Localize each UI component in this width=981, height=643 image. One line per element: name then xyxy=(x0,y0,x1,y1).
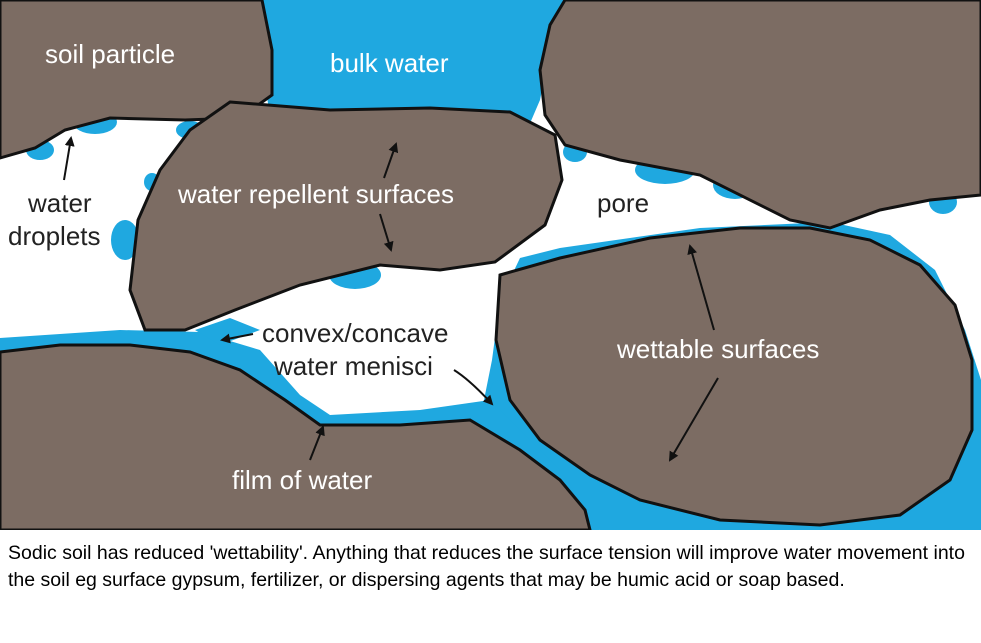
soil-particle-bottom-left xyxy=(0,343,592,530)
label-water-droplets-line2: droplets xyxy=(8,221,101,251)
label-water-droplets-line1: water xyxy=(27,188,92,218)
arrow-repellent-down xyxy=(379,213,394,252)
annotation-arrows xyxy=(63,136,719,462)
label-wettable-surfaces: wettable surfaces xyxy=(616,334,819,364)
label-convex-concave-line2: water menisci xyxy=(273,351,433,381)
label-convex-concave-line1: convex/concave xyxy=(262,318,448,348)
arrow-wettable-up xyxy=(687,244,715,331)
arrow-repellent-up xyxy=(383,142,399,179)
label-pore: pore xyxy=(597,188,649,218)
label-water-repellent-surfaces: water repellent surfaces xyxy=(177,179,454,209)
label-soil-particle: soil particle xyxy=(45,39,175,69)
bulk-water xyxy=(262,0,565,128)
figure-caption: Sodic soil has reduced 'wettability'. An… xyxy=(8,542,965,591)
water-droplet xyxy=(111,220,139,260)
soil-particle-right-wettable xyxy=(494,226,974,527)
arrow-meniscus-left xyxy=(220,333,254,344)
water-droplet xyxy=(490,380,510,404)
label-film-of-water: film of water xyxy=(232,465,372,495)
arrow-meniscus-right xyxy=(453,369,494,406)
arrow-water-droplets xyxy=(63,136,75,181)
soil-particles xyxy=(0,0,981,530)
arrow-wettable-down xyxy=(668,377,719,462)
water-film-meniscus xyxy=(195,318,260,345)
soil-particle-center-repellent xyxy=(128,100,564,332)
soil-water-diagram: soil particle bulk water water droplets … xyxy=(0,0,981,530)
label-bulk-water: bulk water xyxy=(330,48,449,78)
arrow-film-of-water xyxy=(309,425,325,461)
soil-particle-top-right xyxy=(538,0,981,230)
